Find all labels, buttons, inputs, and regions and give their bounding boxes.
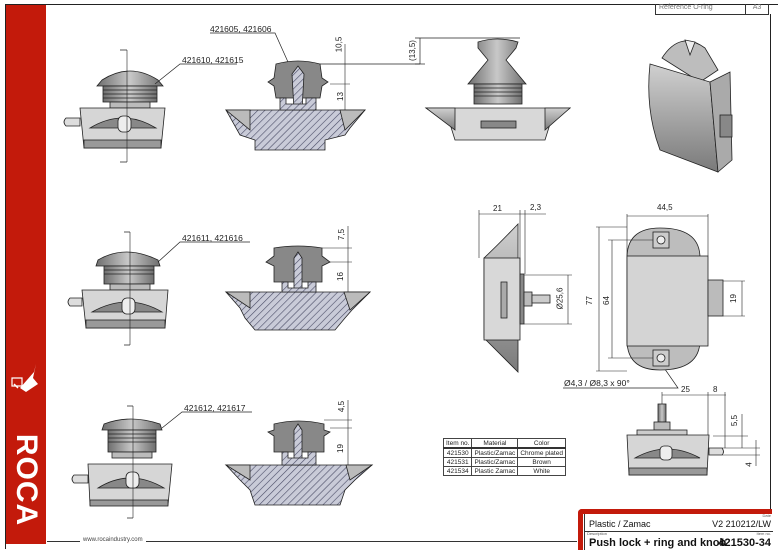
dim-bottom-height: 5,5 (730, 414, 740, 427)
title-block-accent (578, 509, 772, 514)
lock-front-view (596, 214, 745, 372)
callout-ring-2: 421611, 421616 (182, 233, 243, 243)
reference-box: Reference O-ring A3 (655, 4, 769, 15)
cell-material: Plastic/Zamac (471, 447, 519, 458)
dim-side-diameter: Ø25,6 (555, 287, 565, 310)
dim-front-height: 77 (584, 296, 594, 305)
table-row: 421531 Plastic/Zamac Brown (442, 457, 566, 467)
footer-rule (47, 541, 577, 542)
date-label: Date (762, 513, 771, 518)
lock-front-elevation (424, 38, 572, 141)
reference-label: Reference O-ring (659, 4, 713, 11)
cell-item-no: 421530 (442, 447, 473, 458)
sheet-size: A3 (745, 4, 768, 14)
dim-side-depth: 21 (493, 204, 502, 213)
dim-knob-height: (13,5) (407, 40, 417, 61)
dim-section2-top: 7,5 (337, 228, 347, 241)
callout-hole-spec: Ø4,3 / Ø8,3 x 90° (564, 378, 630, 388)
cell-item-no: 421534 (442, 466, 473, 476)
callout-leaders (154, 32, 679, 429)
dim-side-flange: 2,3 (530, 203, 542, 212)
cell-material: Plastic/Zamac (471, 457, 519, 467)
website-link[interactable]: www.rocaindustry.com (80, 537, 146, 543)
dim-section1-top: 10,5 (334, 36, 344, 53)
lock-section-3 (224, 400, 374, 506)
title-block: Plastic / Zamac Date V2 210212/LW Descri… (578, 509, 773, 550)
table-row: 421534 Plastic Zamac White (442, 466, 566, 476)
cell-material: Plastic Zamac (471, 466, 519, 476)
lock-section-2 (224, 226, 372, 331)
lock-elevation-3 (71, 405, 173, 519)
header-material: Material (471, 438, 519, 449)
lock-elevation-2 (67, 231, 169, 346)
dim-front-bolt: 19 (728, 294, 738, 303)
callout-ring-1: 421610, 421615 (182, 55, 244, 65)
description-text: Push lock + ring and knob (589, 537, 727, 549)
dim-section3-bottom: 19 (335, 444, 345, 453)
cell-item-no: 421531 (442, 457, 473, 467)
drawing-sheet-border (5, 4, 778, 549)
callout-knob-top: 421605, 421606 (210, 24, 272, 34)
cell-color: Chrome plated (517, 447, 566, 458)
dim-section3-top: 4,5 (337, 400, 347, 413)
title-block-accent-left (578, 509, 583, 550)
lock-section-1 (224, 44, 420, 151)
table-row: 421530 Plastic/Zamac Chrome plated (442, 447, 566, 458)
dim-section2-bottom: 16 (335, 272, 345, 281)
dim-front-width: 44,5 (657, 203, 673, 212)
cell-color: Brown (517, 457, 566, 467)
dim-bottom-bolt-thick: 4 (744, 462, 754, 467)
right-frame-line (770, 14, 771, 509)
parts-table: Item no. Material Color 421530 Plastic/Z… (442, 438, 566, 476)
item-label: Item no. (756, 531, 771, 536)
lock-isometric-view (648, 39, 733, 173)
material-text: Plastic / Zamac (589, 519, 651, 529)
dim-bottom-offset: 25 (681, 385, 690, 394)
header-color: Color (517, 438, 566, 449)
description-label: Description (587, 531, 608, 536)
lock-bottom-view (626, 392, 760, 476)
cell-color: White (517, 466, 566, 476)
dim-front-hole-spacing: 64 (601, 296, 611, 305)
parts-table-header: Item no. Material Color (442, 438, 566, 449)
lock-elevation-1 (63, 49, 166, 163)
item-number: 421530-34 (718, 537, 771, 549)
dim-section1-bottom: 13 (335, 92, 345, 101)
version-date: V2 210212/LW (712, 519, 771, 529)
lock-side-view (478, 210, 572, 373)
knob-height-dimension (415, 37, 520, 65)
callout-ring-3: 421612, 421617 (184, 403, 246, 413)
brand-band (6, 5, 46, 544)
header-item-no: Item no. (442, 438, 473, 449)
dim-bottom-bolt-len: 8 (713, 385, 718, 394)
